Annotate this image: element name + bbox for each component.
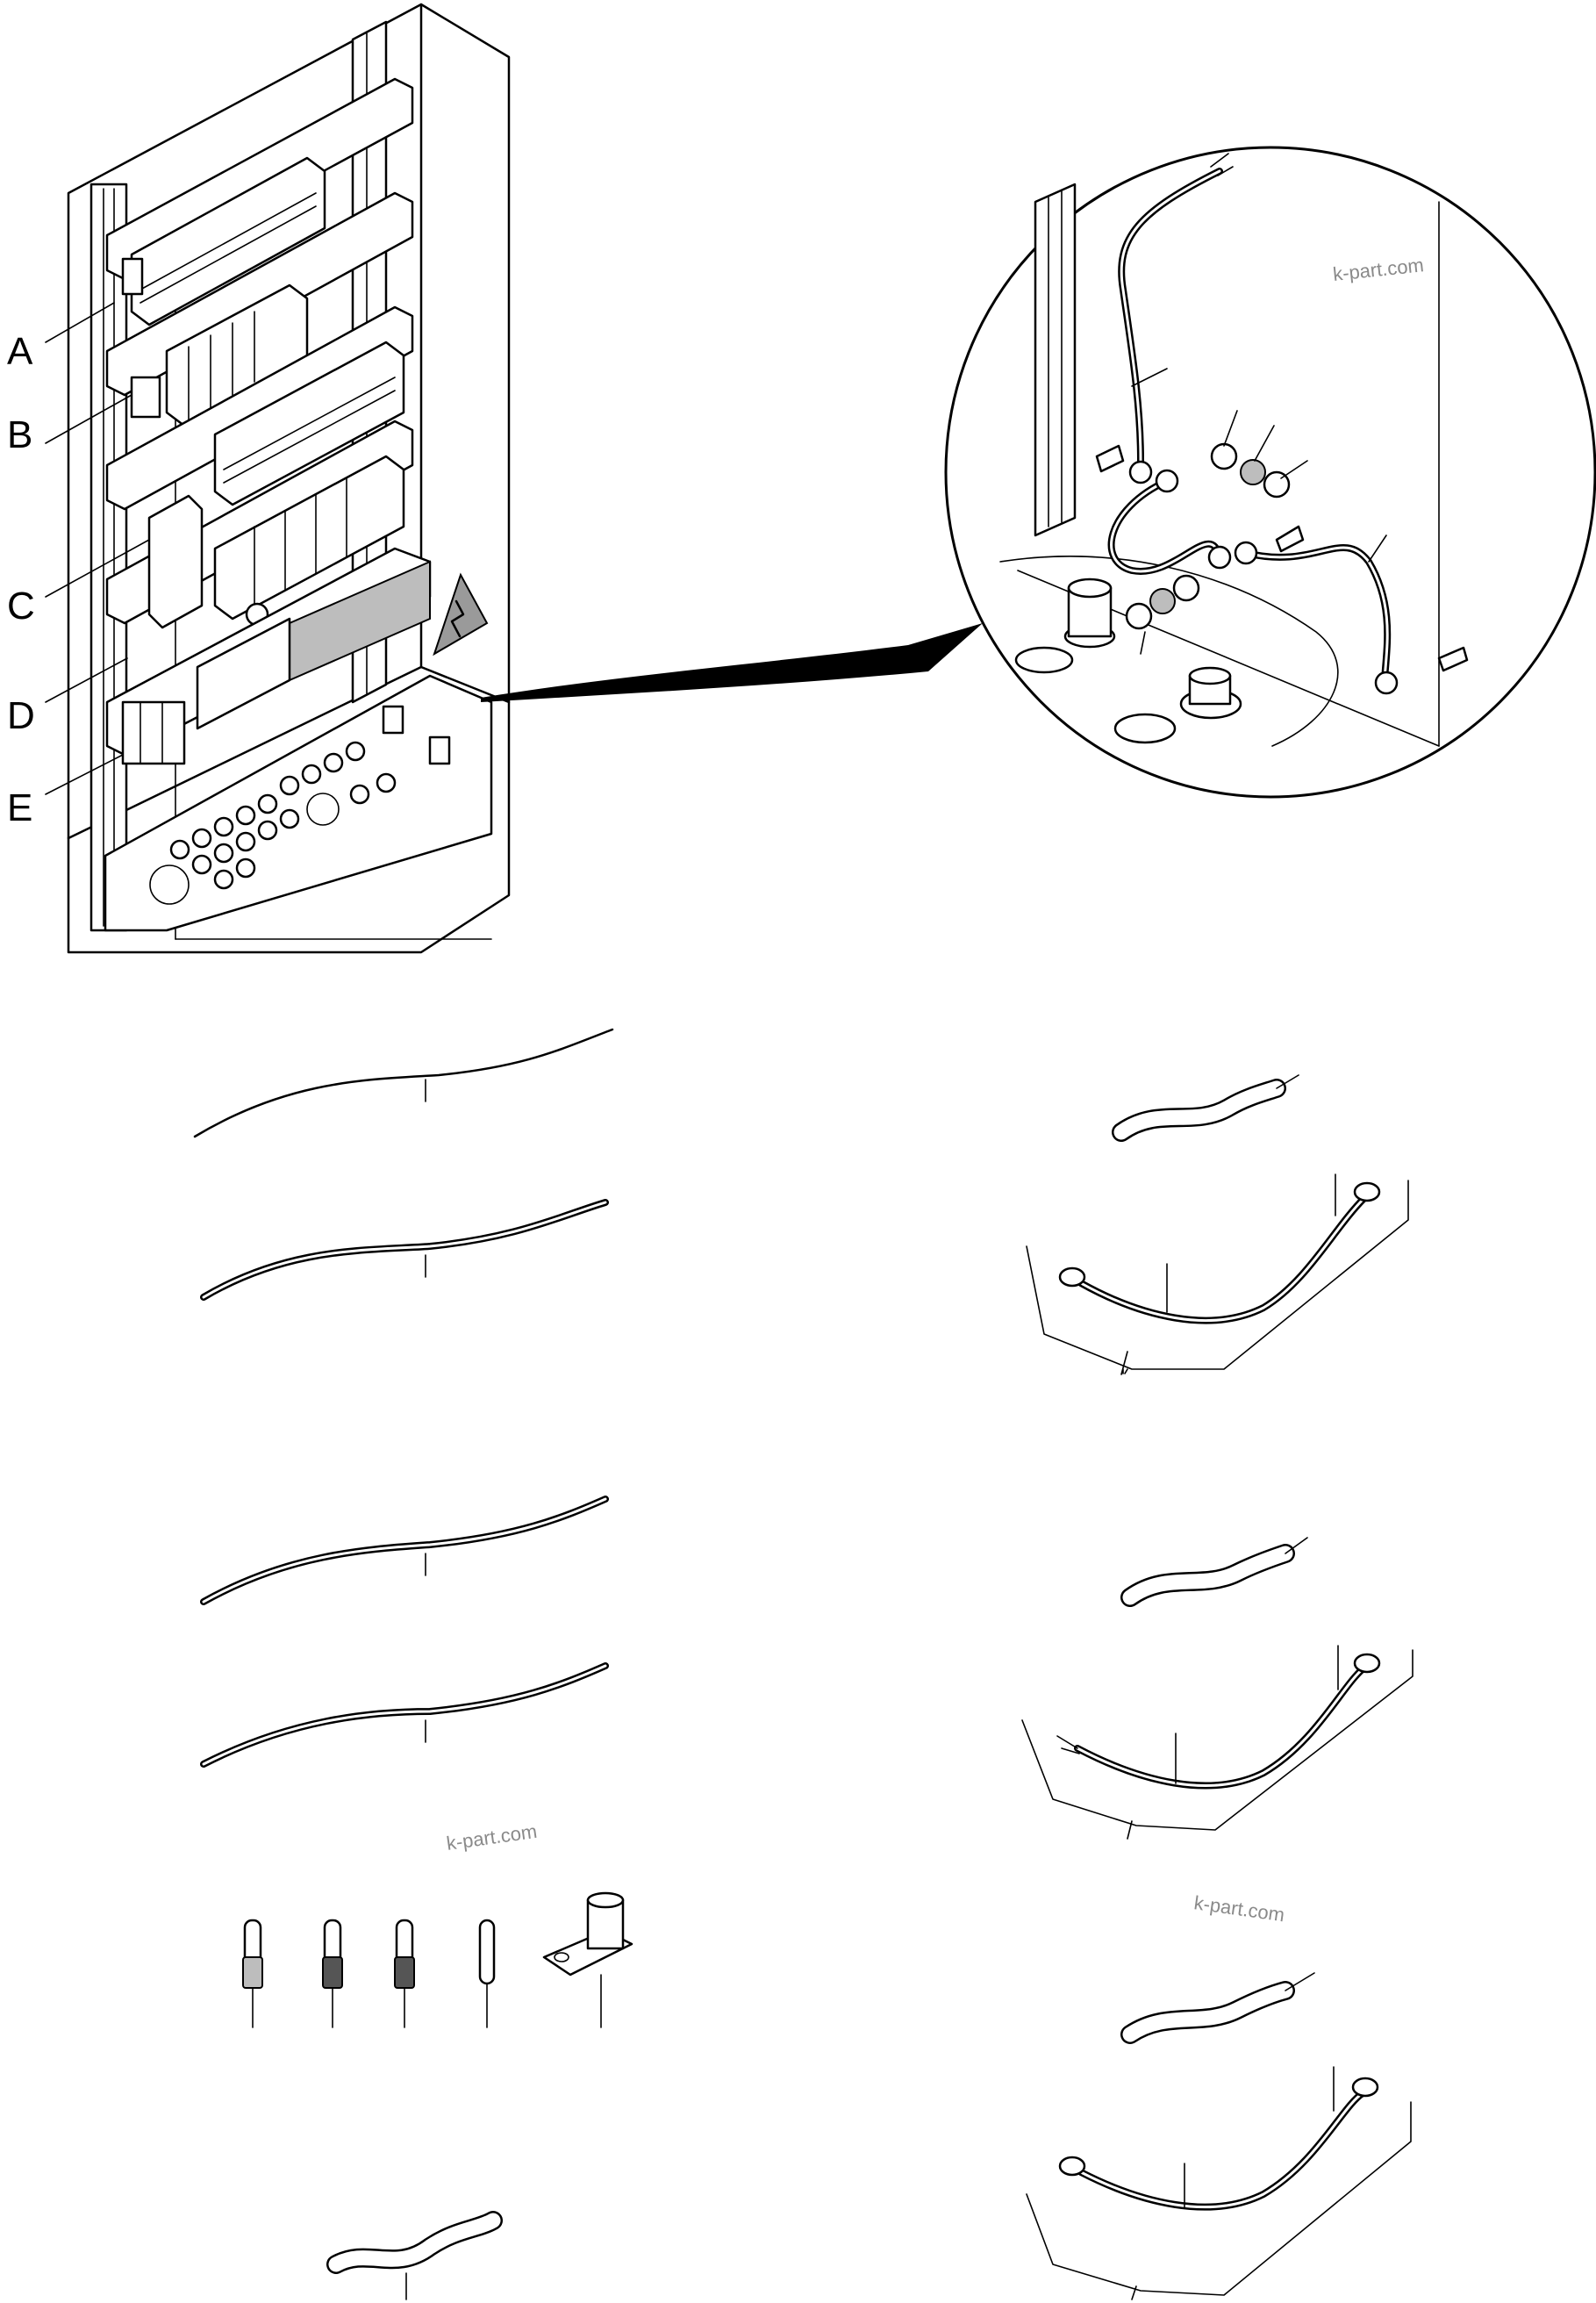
detail-arrow [481,623,983,702]
callout-e: E [7,786,32,829]
din-row-c [105,305,414,511]
wire-4 [200,1662,609,1768]
callout-d: D [7,694,35,737]
callout-b: B [7,413,32,456]
wire-2 [200,1199,609,1301]
ground-cable-2 [1021,1645,1413,1840]
hose-piece-3 [1120,1972,1315,2044]
wire-ferrule-3 [394,1919,415,2028]
ground-cable-1 [1026,1173,1409,1375]
watermark-3: k-part.com [1192,1891,1285,1926]
ground-connection-detail [944,146,1596,799]
callout-a: A [7,330,33,373]
hose-piece-1 [1112,1074,1299,1142]
din-row-e [105,547,432,765]
din-row-b [105,191,414,427]
din-row-a [105,77,414,326]
hose-piece-bottom-left [326,2211,503,2300]
wire-3 [200,1496,609,1605]
wire-ferrule-2 [322,1919,343,2028]
wire-ferrule-1 [242,1919,263,2028]
wire-ferrule-4 [478,1919,496,2028]
hose-piece-2 [1120,1537,1308,1607]
ground-cable-3 [1026,2066,1412,2300]
wire-1 [193,1028,614,1138]
din-row-d [105,420,414,629]
callout-c: C [7,585,35,628]
high-voltage-warning-icon [433,572,489,656]
watermark-2: k-part.com [445,1820,538,1855]
gland-plate [104,674,493,932]
cable-lug [542,1891,633,2028]
